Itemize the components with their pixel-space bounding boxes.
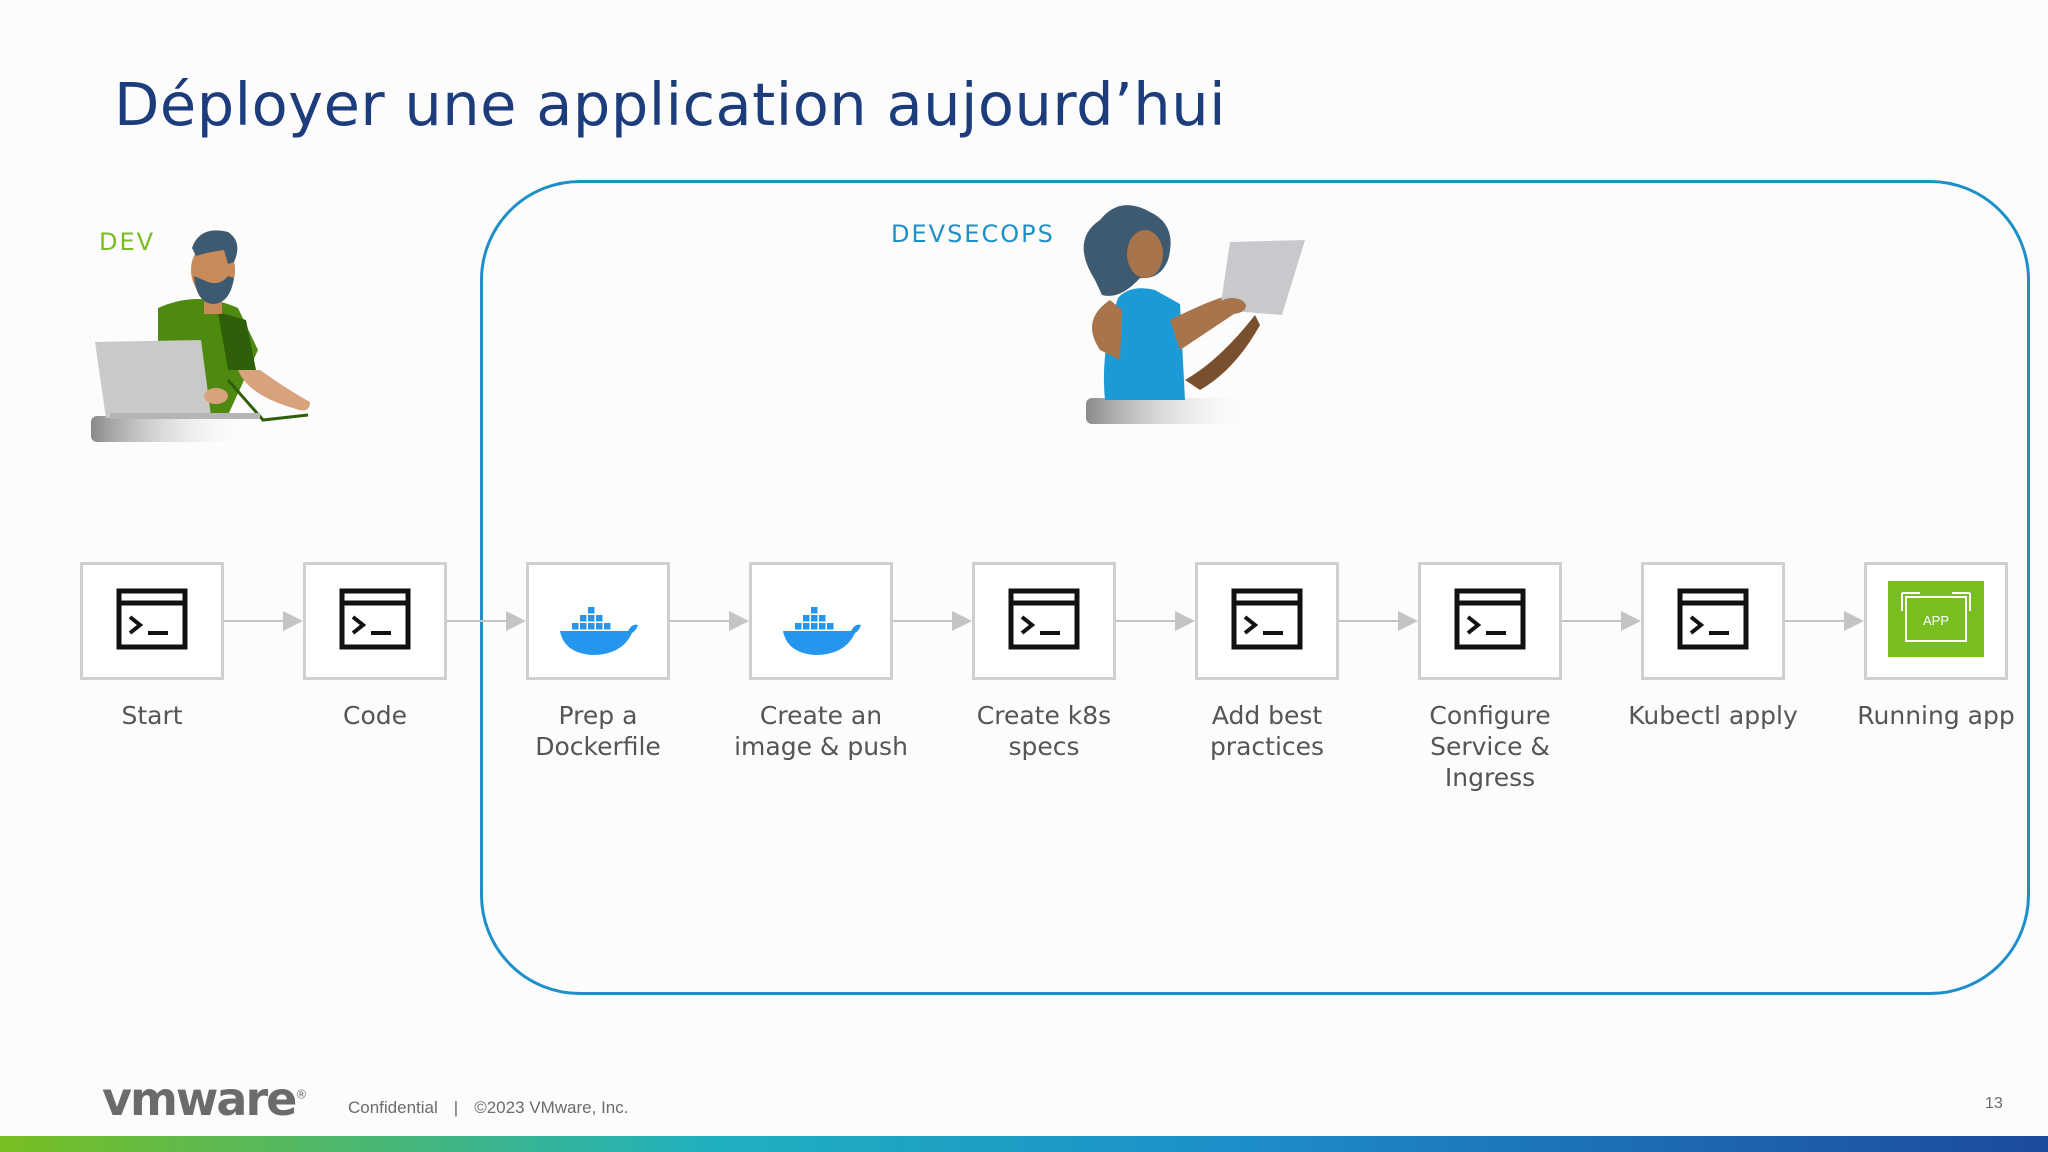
devsecops-illustration <box>1083 205 1305 424</box>
terminal-icon <box>1454 588 1526 655</box>
step-box-1 <box>80 562 224 680</box>
docker-whale-icon <box>556 583 640 660</box>
terminal-icon <box>339 588 411 655</box>
step-label-1: Start <box>121 701 183 730</box>
devsecops-region <box>480 180 2030 995</box>
svg-text:APP: APP <box>1923 613 1949 628</box>
slide-title: Déployer une application aujourd’hui <box>114 70 1226 139</box>
step-label-8: Kubectl apply <box>1628 701 1798 730</box>
app-icon: APP <box>1888 580 1984 662</box>
step-box-7 <box>1418 562 1562 680</box>
page-number: 13 <box>1985 1095 2003 1112</box>
role-label-dev: DEV <box>99 228 156 256</box>
step-box-8 <box>1641 562 1785 680</box>
docker-whale-icon <box>779 583 863 660</box>
vmware-logo: vmware® <box>102 1072 308 1126</box>
brand-gradient-bar <box>0 1136 2048 1152</box>
confidential-label: Confidential <box>348 1098 438 1117</box>
footer-text: Confidential | ©2023 VMware, Inc. <box>348 1098 628 1118</box>
step-box-5 <box>972 562 1116 680</box>
step-box-3 <box>526 562 670 680</box>
developer-illustration <box>91 230 310 442</box>
step-box-9: APP <box>1864 562 2008 680</box>
terminal-icon <box>1677 588 1749 655</box>
step-label-3: Prep a Dockerfile <box>535 701 661 761</box>
copyright-label: ©2023 VMware, Inc. <box>474 1098 629 1117</box>
terminal-icon <box>116 588 188 655</box>
step-box-4 <box>749 562 893 680</box>
terminal-icon <box>1008 588 1080 655</box>
step-box-6 <box>1195 562 1339 680</box>
step-label-5: Create k8s specs <box>976 701 1112 761</box>
step-label-6: Add best practices <box>1209 701 1325 761</box>
terminal-icon <box>1231 588 1303 655</box>
step-label-9: Running app <box>1857 701 2015 730</box>
step-label-7: Configure Service & Ingress <box>1429 701 1551 792</box>
step-box-2 <box>303 562 447 680</box>
role-label-devsecops: DEVSECOPS <box>891 220 1055 248</box>
footer-separator: | <box>453 1098 459 1117</box>
step-label-2: Code <box>342 701 407 730</box>
step-label-4: Create an image & push <box>734 701 908 761</box>
